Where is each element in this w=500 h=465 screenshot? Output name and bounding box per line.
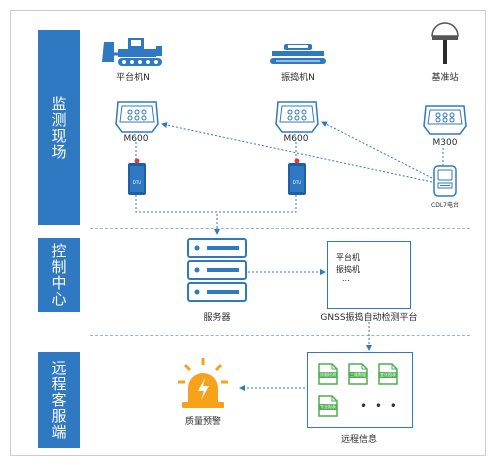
roller-icon (270, 44, 326, 64)
separator-top (90, 228, 470, 229)
document-label: 质量检测 (319, 372, 337, 378)
m300-receiver-icon (423, 105, 467, 135)
separator-bottom (90, 335, 470, 336)
m300-label: M300 (432, 138, 458, 148)
bulldozer-icon (102, 38, 162, 66)
roller-label: 振捣机N (281, 73, 315, 83)
cdl7-radio-icon (433, 165, 457, 197)
section-monitoring-site: 监测现场 (38, 30, 80, 225)
alarm-icon (178, 358, 228, 408)
section-remote-client-label: 远程客服端 (49, 360, 68, 440)
m600-right-label: M600 (283, 134, 309, 144)
dtu-right-device: DTU (286, 158, 308, 196)
dtu-icon (128, 158, 146, 195)
platform-item: ... (342, 274, 350, 283)
document-label: 专业报表 (319, 404, 337, 410)
base-station-antenna-icon (431, 22, 459, 64)
document-label: 三维数据 (349, 372, 367, 378)
document-item: 三维数据 (348, 363, 368, 385)
m600-receiver-icon (275, 101, 319, 133)
platform-item: 平台机 (336, 253, 360, 262)
gnss-platform-window: 平台机 振捣机 ... (327, 241, 411, 309)
document-label: 变化图表 (379, 372, 397, 378)
remote-info-label: 远程信息 (340, 435, 378, 445)
section-remote-client: 远程客服端 (38, 352, 80, 448)
dtu-right-label: DTU (292, 180, 302, 185)
platform-title: GNSS振捣自动检测平台 (320, 313, 418, 323)
section-control-center: 控制中心 (38, 238, 80, 312)
dtu-left-device: DTU (126, 158, 148, 196)
cdl7-label: CDL7电台 (431, 202, 459, 209)
bulldozer-label: 平台机N (116, 73, 150, 83)
document-item: 质量检测 (318, 363, 338, 385)
section-control-center-label: 控制中心 (49, 243, 68, 307)
document-item: 专业报表 (318, 395, 338, 417)
dtu-icon (288, 158, 306, 195)
m600-left-label: M600 (123, 134, 149, 144)
server-label: 服务器 (203, 313, 231, 323)
section-monitoring-site-label: 监测现场 (49, 95, 68, 160)
m600-receiver-icon (115, 101, 159, 133)
dtu-left-label: DTU (132, 180, 142, 185)
platform-item: 振捣机 (336, 265, 360, 274)
server-icon (187, 238, 247, 302)
alarm-label: 质量预警 (184, 417, 222, 427)
document-item: 变化图表 (378, 363, 398, 385)
more-documents: • • • (360, 399, 399, 413)
remote-info-panel: 质量检测 三维数据 变化图表 专业报表 • • • (307, 352, 413, 428)
base-station-label: 基准站 (431, 73, 459, 83)
